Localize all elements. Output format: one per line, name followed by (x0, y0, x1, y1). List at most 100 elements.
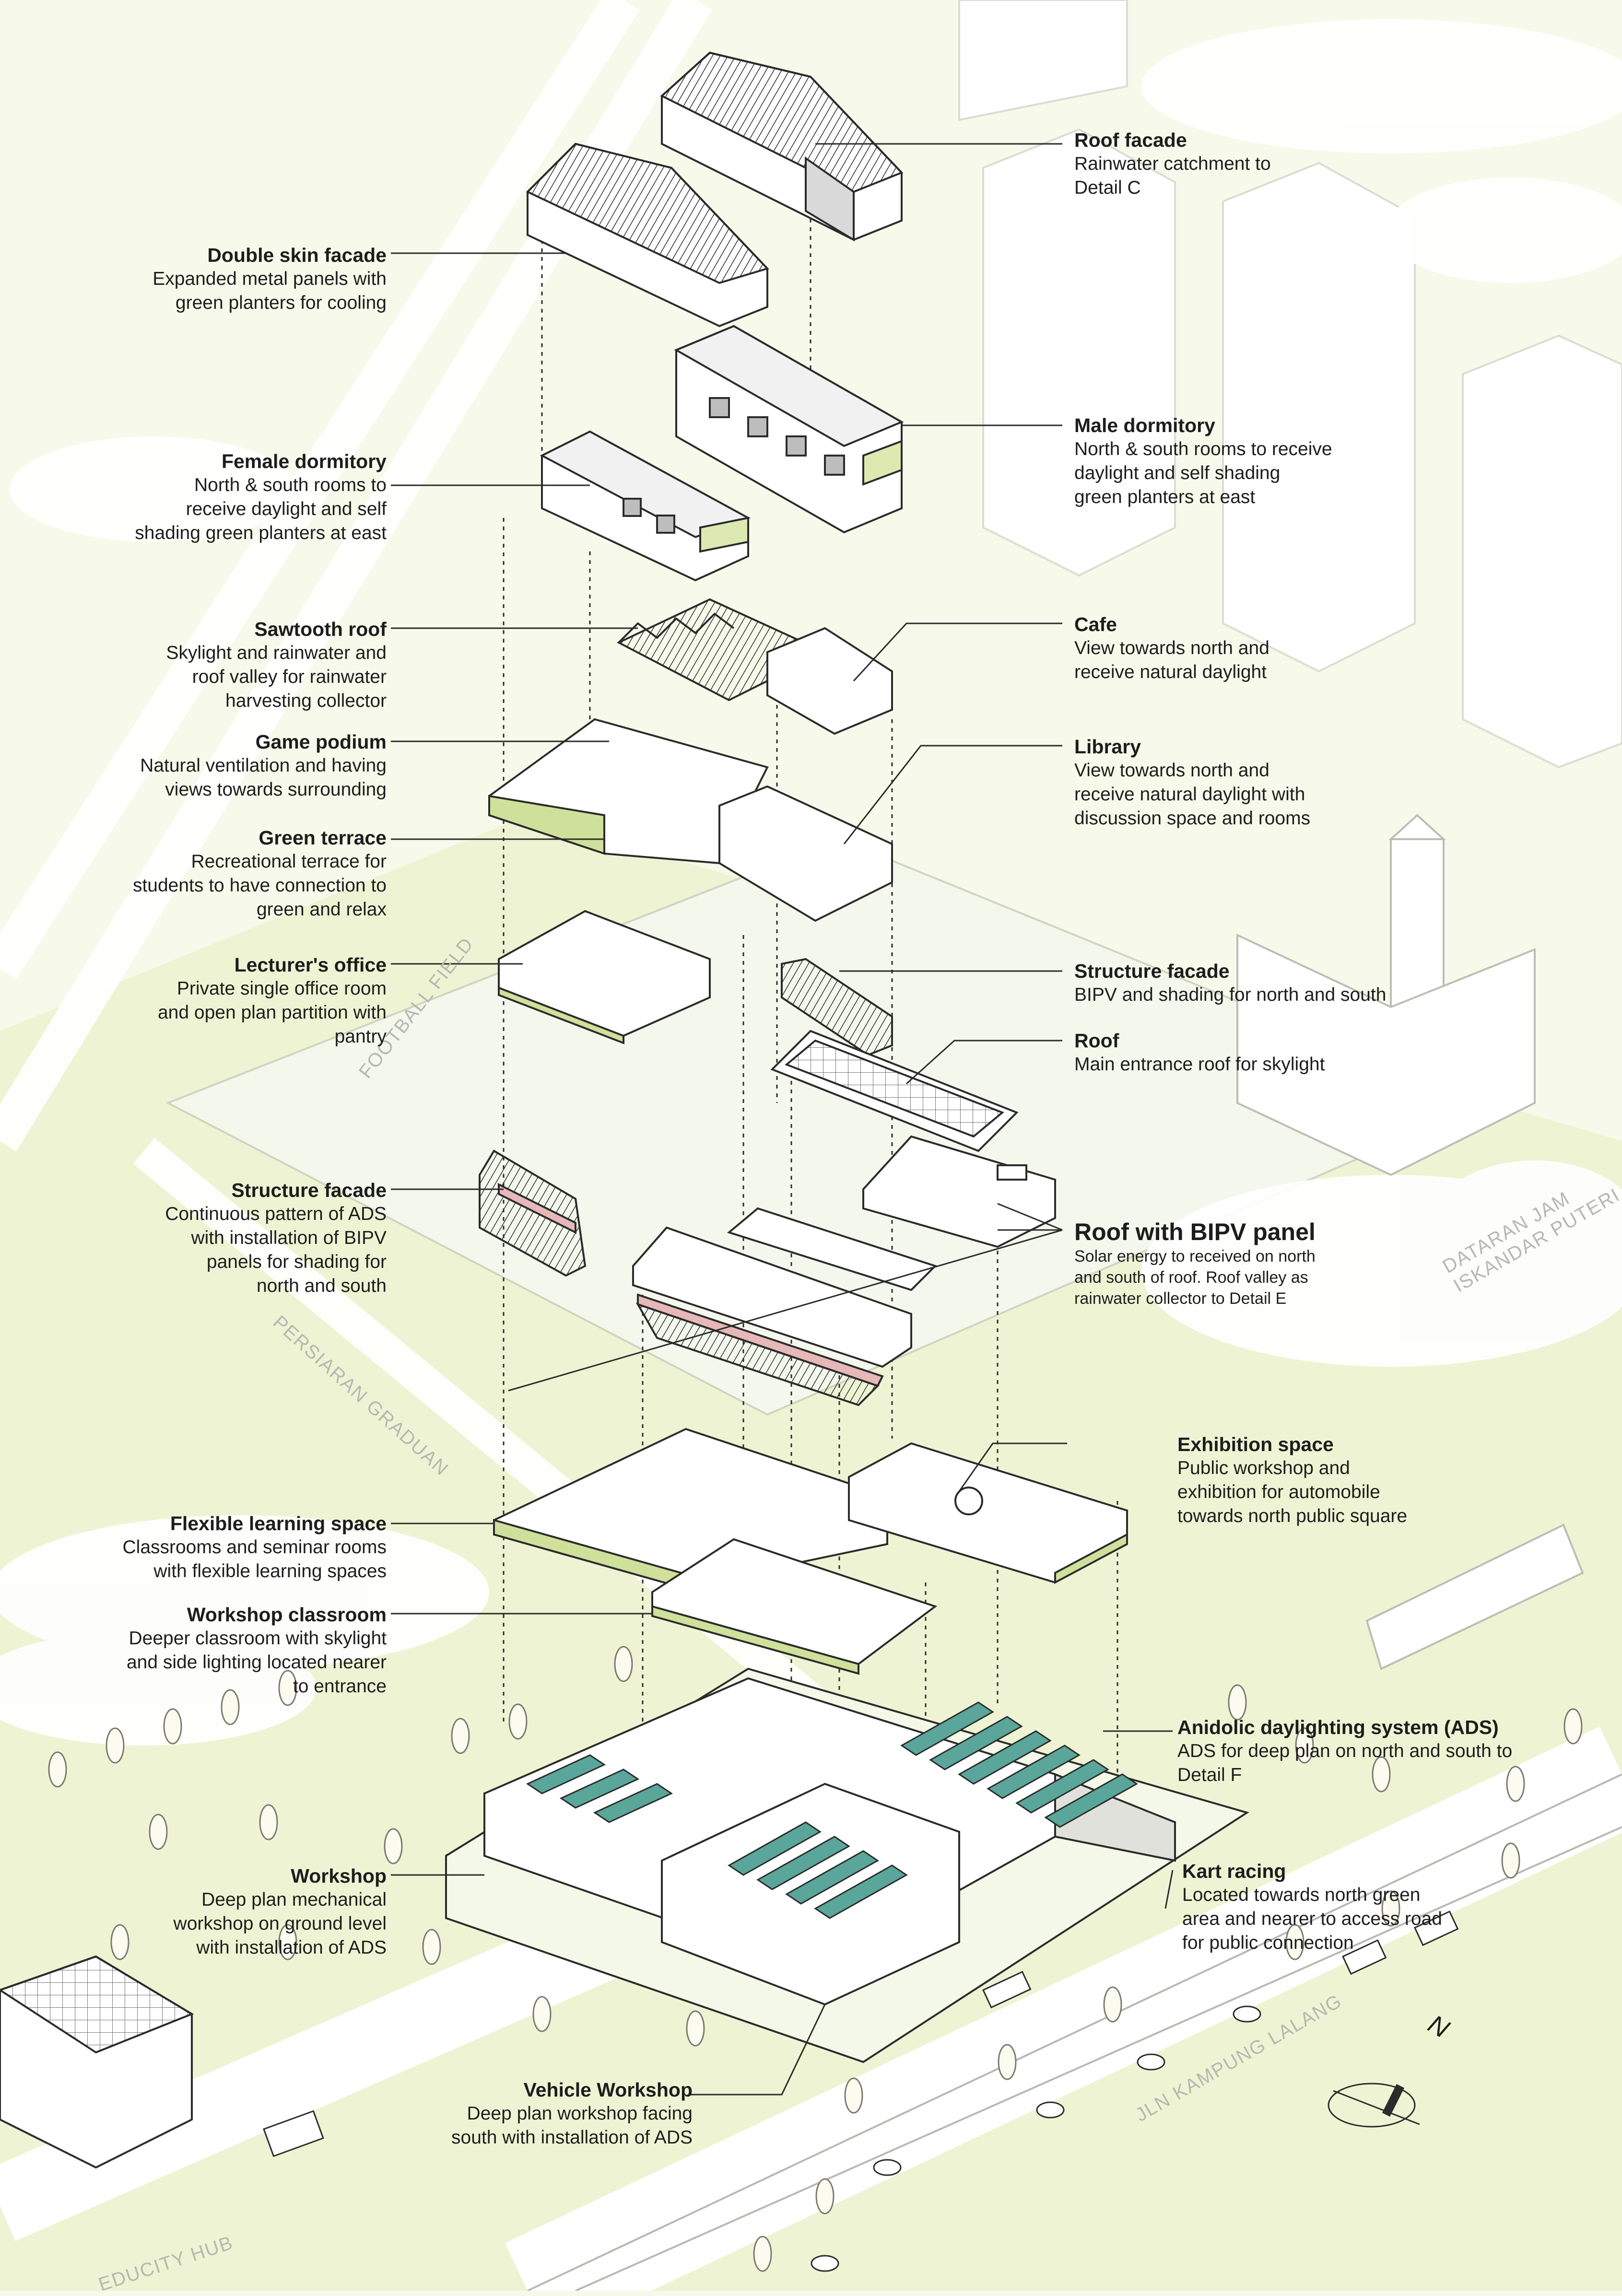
lecturers-office-block (498, 910, 711, 1044)
annotation-line: Classrooms and seminar rooms (122, 1537, 387, 1558)
annotation-line: harvesting collector (225, 691, 387, 711)
annotation-line: to entrance (293, 1676, 387, 1697)
workshop-classroom-block (651, 1538, 938, 1675)
annotation-female-dormitory: Female dormitory North & south rooms to … (135, 449, 387, 545)
annotation-line: north and south (256, 1276, 387, 1296)
annotation-green-terrace: Green terrace Recreational terrace for s… (133, 826, 387, 922)
annotation-title: Female dormitory (221, 450, 387, 472)
annotation-sawtooth-roof: Sawtooth roof Skylight and rainwater and… (166, 617, 387, 713)
ads-panels (526, 1701, 1138, 1919)
annotation-title: Structure facade (231, 1179, 387, 1201)
annotation-line: Rainwater catchment to (1074, 153, 1271, 174)
clouds (0, 19, 1622, 1745)
annotation-vehicle-workshop: Vehicle Workshop Deep plan workshop faci… (451, 2078, 693, 2150)
annotation-title: Game podium (255, 731, 387, 753)
annotation-line: south with installation of ADS (451, 2127, 693, 2148)
cafe-block (766, 627, 893, 735)
annotation-cafe: Cafe View towards north and receive natu… (1074, 612, 1269, 684)
annotation-line: exhibition for automobile (1177, 1482, 1380, 1502)
annotation-workshop: Workshop Deep plan mechanical workshop o… (174, 1864, 387, 1960)
structure-facade-left-block (479, 1149, 587, 1277)
annotation-line: with installation of ADS (196, 1937, 387, 1958)
annotation-title: Lecturer's office (234, 954, 387, 976)
annotation-line: Detail F (1177, 1765, 1242, 1785)
annotation-library: Library View towards north and receive n… (1074, 735, 1310, 831)
annotation-ads: Anidolic daylighting system (ADS) ADS fo… (1177, 1715, 1512, 1787)
annotation-title: Roof facade (1074, 129, 1187, 151)
annotation-roof-with-bipv-panel: Roof with BIPV panel Solar energy to rec… (1074, 1218, 1316, 1309)
annotation-kart-racing: Kart racing Located towards north green … (1182, 1859, 1442, 1955)
annotation-line: and side lighting located nearer (126, 1652, 387, 1673)
annotation-line: green planters for cooling (175, 293, 387, 313)
structure-facade-right-block (781, 958, 893, 1056)
annotation-title: Workshop classroom (187, 1604, 387, 1626)
first-floor-layer (493, 1428, 1128, 1675)
background-towers (958, 0, 1622, 769)
annotation-line: Skylight and rainwater and (166, 643, 387, 663)
annotation-structure-facade-right: Structure facade BIPV and shading for no… (1074, 959, 1386, 1007)
roof-with-bipv-panel-block (862, 1135, 1056, 1248)
annotation-line: views towards surrounding (165, 779, 387, 800)
annotation-line: area and nearer to access road (1182, 1909, 1443, 1929)
annotation-line: North & south rooms to receive (1074, 439, 1332, 459)
annotation-line: green planters at east (1074, 487, 1256, 507)
north-arrow-icon (1328, 2083, 1420, 2128)
annotation-line: receive natural daylight (1074, 662, 1267, 682)
annotation-line: ADS for deep plan on north and south to (1177, 1741, 1513, 1761)
annotation-exhibition-space: Exhibition space Public workshop and exh… (1177, 1432, 1407, 1528)
annotation-line: with flexible learning spaces (153, 1561, 387, 1581)
annotation-game-podium: Game podium Natural ventilation and havi… (140, 730, 387, 802)
annotation-line: receive natural daylight with (1074, 784, 1305, 805)
annotation-line: Deep plan mechanical (201, 1889, 387, 1910)
annotation-title: Vehicle Workshop (523, 2079, 693, 2101)
flexible-learning-space-block (493, 1428, 888, 1589)
main-entrance-roof-block (770, 1030, 1019, 1152)
annotation-roof-facade: Roof facade Rainwater catchment to Detai… (1074, 128, 1271, 200)
annotation-title: Structure facade (1074, 960, 1230, 982)
bipv-roof-main-block (632, 1207, 937, 1406)
annotation-title: Library (1074, 736, 1141, 758)
annotation-line: receive daylight and self (186, 499, 387, 519)
annotation-title: Kart racing (1182, 1860, 1286, 1882)
annotation-title: Workshop (291, 1865, 387, 1887)
annotation-double-skin-facade: Double skin facade Expanded metal panels… (153, 243, 387, 315)
annotation-title: Anidolic daylighting system (ADS) (1177, 1716, 1499, 1738)
annotation-title: Flexible learning space (170, 1512, 387, 1535)
annotation-line: rainwater collector to Detail E (1074, 1289, 1287, 1308)
leader-lines (391, 143, 1174, 2096)
annotation-line: Solar energy to received on north (1074, 1247, 1316, 1265)
roof-facade-layer (526, 51, 904, 328)
annotation-line: and south of roof. Roof valley as (1074, 1268, 1308, 1287)
dormitory-layer (540, 325, 904, 582)
male-dormitory-block (674, 325, 904, 534)
annotation-title: Exhibition space (1177, 1433, 1334, 1455)
annotation-line: Expanded metal panels with (153, 269, 387, 289)
annotation-line: for public connection (1182, 1933, 1354, 1953)
female-dormitory-block (540, 430, 751, 582)
annotation-line: Deeper classroom with skylight (129, 1628, 387, 1649)
annotation-line: Main entrance roof for skylight (1074, 1054, 1325, 1075)
annotation-flexible-learning-space: Flexible learning space Classrooms and s… (122, 1511, 387, 1583)
annotation-line: View towards north and (1074, 760, 1269, 781)
annotation-line: Detail C (1074, 177, 1141, 198)
annotation-title: Cafe (1074, 613, 1117, 635)
annotation-line: View towards north and (1074, 638, 1269, 658)
double-skin-facade-block (526, 142, 769, 328)
annotation-lecturers-office: Lecturer's office Private single office … (158, 953, 387, 1049)
annotation-line: Continuous pattern of ADS (165, 1204, 387, 1224)
annotation-line: with installation of BIPV (191, 1228, 387, 1248)
mosque-tower (1236, 814, 1536, 1176)
annotation-line: shading green planters at east (135, 523, 387, 543)
annotation-line: Natural ventilation and having (140, 755, 387, 776)
annotation-line: Deep plan workshop facing (467, 2103, 693, 2124)
stadium-stand (1365, 1523, 1584, 1670)
roof-facade-block-1 (660, 51, 904, 242)
annotation-roof: Roof Main entrance roof for skylight (1074, 1029, 1325, 1077)
annotation-title: Roof (1074, 1030, 1119, 1052)
annotation-line: pantry (334, 1026, 387, 1047)
annotation-line: panels for shading for (206, 1252, 387, 1272)
annotation-line: North & south rooms to (194, 475, 387, 495)
trees (48, 1646, 1583, 2272)
annotation-line: Located towards north green (1182, 1885, 1421, 1905)
